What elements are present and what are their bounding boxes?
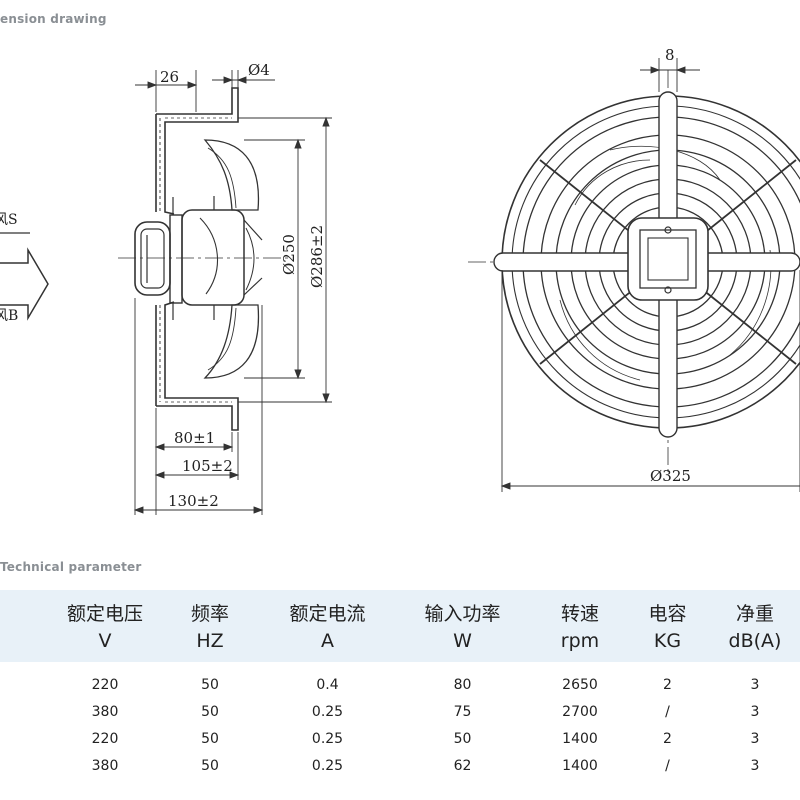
- side-view: [118, 87, 290, 431]
- cell-weight: 3: [750, 731, 760, 747]
- table-row: 380 50 0.25 75 2700 / 3: [0, 699, 800, 726]
- cell-weight: 3: [750, 677, 760, 693]
- cell-weight: 3: [750, 704, 760, 720]
- cell-frequency: 50: [201, 758, 219, 774]
- cell-power: 80: [453, 677, 472, 693]
- front-view: [468, 70, 800, 475]
- dim-phi250-label: Ø250: [280, 234, 298, 275]
- table-row: 380 50 0.25 62 1400 / 3: [0, 753, 800, 780]
- cell-voltage: 220: [91, 731, 119, 747]
- header-cell: 额定电流 A: [289, 603, 366, 652]
- cell-capacitor: /: [665, 704, 670, 720]
- cell-current: 0.4: [316, 677, 339, 693]
- table-header: 额定电压 V 频率 HZ 额定电流 A 输入功率 W 转速 rpm 电容 KG …: [0, 590, 800, 662]
- cell-power: 50: [453, 731, 472, 747]
- cell-current: 0.25: [311, 758, 344, 774]
- cell-frequency: 50: [201, 731, 219, 747]
- cell-current: 0.25: [311, 704, 344, 720]
- dim-8-label: 8: [665, 46, 675, 64]
- header-cell: 转速 rpm: [560, 603, 600, 652]
- cell-speed: 2650: [562, 677, 598, 693]
- cell-frequency: 50: [201, 677, 219, 693]
- cell-speed: 1400: [562, 758, 598, 774]
- header-cell: 额定电压 V: [66, 603, 143, 652]
- dimension-drawing: 26 Ø4 8 Ø250 Ø286±2 80±1 105±2 130±2 Ø32…: [0, 46, 800, 515]
- table-row: 220 50 0.4 80 2650 2 3: [0, 672, 800, 699]
- cell-power: 75: [453, 704, 472, 720]
- cell-capacitor: 2: [663, 677, 672, 693]
- dim-phi325-label: Ø325: [650, 467, 691, 485]
- cell-capacitor: /: [665, 758, 670, 774]
- header-cell: 输入功率 W: [424, 603, 501, 652]
- cell-capacitor: 2: [663, 731, 672, 747]
- front-dimensions: [500, 58, 800, 492]
- dim-80-label: 80±1: [174, 429, 215, 447]
- airflow-s-label: 风S: [0, 212, 18, 228]
- dim-105-label: 105±2: [182, 457, 233, 475]
- cell-speed: 2700: [562, 704, 598, 720]
- cell-speed: 1400: [562, 731, 598, 747]
- dim-phi4-label: Ø4: [248, 61, 270, 79]
- cell-voltage: 380: [91, 704, 119, 720]
- header-cell: 电容 KG: [648, 603, 687, 652]
- airflow-arrow: [0, 232, 49, 321]
- side-dimensions: [133, 70, 332, 515]
- drawing-section-title: ension drawing: [0, 12, 107, 26]
- table-row: 220 50 0.25 50 1400 2 3: [0, 726, 800, 753]
- cell-power: 62: [453, 758, 472, 774]
- dim-130-label: 130±2: [168, 492, 219, 510]
- parameter-section-title: Technical parameter: [0, 560, 142, 574]
- cell-voltage: 220: [91, 677, 119, 693]
- dim-26-label: 26: [160, 68, 179, 86]
- cell-weight: 3: [750, 758, 760, 774]
- cell-frequency: 50: [201, 704, 219, 720]
- cell-current: 0.25: [311, 731, 344, 747]
- header-cell: 频率 HZ: [190, 603, 229, 652]
- airflow-b-label: 风B: [0, 308, 18, 324]
- header-cell: 净重 dB(A): [728, 603, 782, 652]
- cell-voltage: 380: [91, 758, 119, 774]
- dim-phi286-label: Ø286±2: [308, 225, 326, 288]
